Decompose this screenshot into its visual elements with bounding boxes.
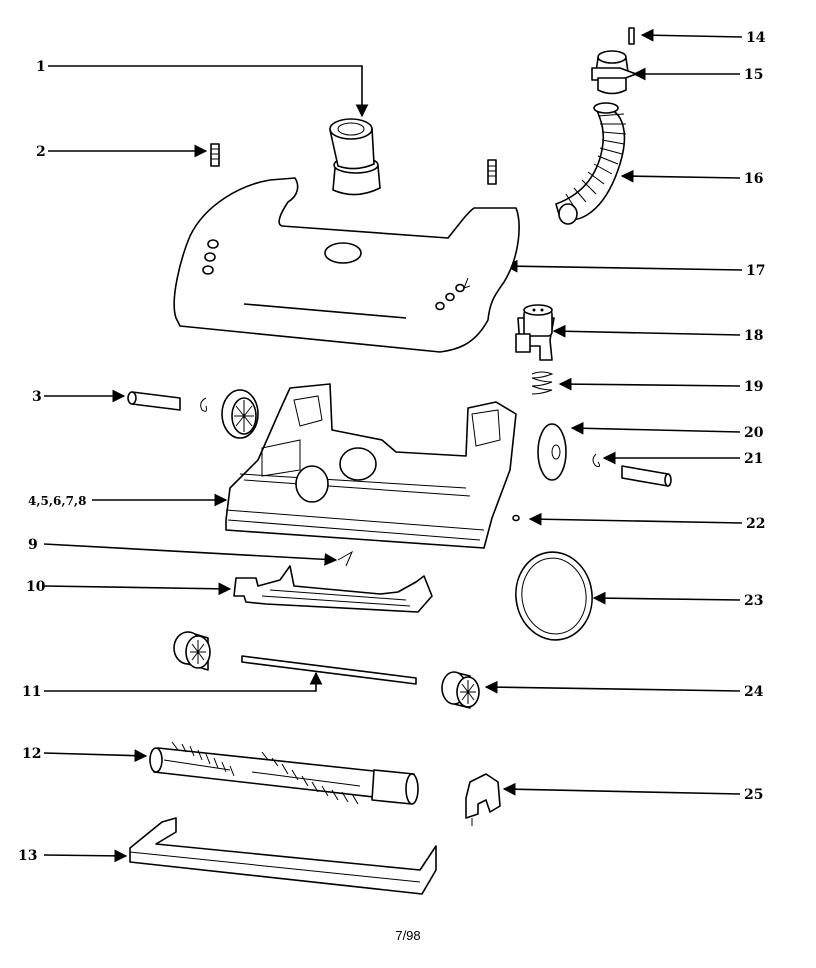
label-20: 20 <box>744 425 764 441</box>
part-19-spring <box>531 371 554 395</box>
label-16: 16 <box>744 171 763 187</box>
part-18-switch <box>515 304 555 361</box>
page-footer-date: 7/98 <box>395 928 420 943</box>
part-end-cap-left <box>173 631 211 671</box>
part-15-hose-cuff <box>591 50 637 95</box>
label-18: 18 <box>744 328 763 344</box>
part-10-bracket <box>233 565 433 613</box>
label-13: 13 <box>18 848 37 864</box>
part-14-screw <box>628 27 635 45</box>
part-12-brushroll <box>149 741 419 805</box>
label-22: 22 <box>746 516 765 532</box>
label-19: 19 <box>744 379 763 395</box>
part-11-shaft <box>241 655 417 685</box>
part-13-bottom-plate <box>129 817 437 895</box>
part-22-screw <box>512 514 520 522</box>
part-24-end-cap <box>441 671 480 709</box>
label-2: 2 <box>36 144 46 160</box>
label-14: 14 <box>746 30 766 46</box>
label-1: 1 <box>36 59 46 75</box>
label-11: 11 <box>22 684 41 700</box>
label-25: 25 <box>744 787 763 803</box>
part-17-hood <box>173 177 520 353</box>
label-12: 12 <box>22 746 41 762</box>
part-left-wheel <box>221 389 259 439</box>
label-15: 15 <box>744 67 763 83</box>
label-17: 17 <box>746 263 765 279</box>
part-4-8-base <box>225 383 517 549</box>
label-23: 23 <box>744 593 763 609</box>
part-9-pin <box>337 550 354 567</box>
label-4-8: 4,5,6,7,8 <box>28 494 86 508</box>
part-25-clip <box>465 773 501 826</box>
part-23-belt <box>515 551 593 641</box>
part-2-screws <box>210 143 497 185</box>
part-20-pulley <box>537 423 567 481</box>
part-16-hose <box>555 102 627 225</box>
part-3-axle <box>127 391 207 412</box>
part-21-axle <box>592 453 672 487</box>
part-labels: 1 2 3 4,5,6,7,8 9 10 11 12 13 14 15 16 1… <box>18 30 766 864</box>
label-21: 21 <box>744 451 763 467</box>
leader-lines <box>43 28 743 863</box>
label-9: 9 <box>28 537 38 553</box>
label-10: 10 <box>26 579 46 595</box>
label-24: 24 <box>744 684 764 700</box>
label-3: 3 <box>32 389 42 405</box>
part-1-adapter <box>329 118 381 196</box>
